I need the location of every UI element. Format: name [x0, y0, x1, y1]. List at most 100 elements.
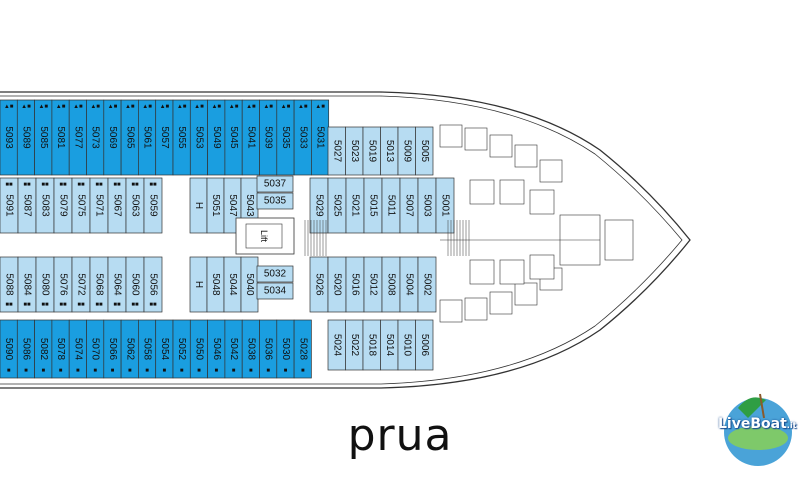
- cabin-inside[interactable]: 5079■■: [53, 177, 73, 234]
- cabin-inside[interactable]: 5075■■: [71, 177, 91, 234]
- cabin-balcony[interactable]: 5050■: [189, 319, 208, 379]
- cabin-balcony[interactable]: 5093▲■: [0, 99, 18, 176]
- cabin-inside[interactable]: 5026: [309, 256, 329, 313]
- cabin-balcony[interactable]: 5028■: [293, 319, 312, 379]
- cabin-balcony[interactable]: 5085▲■: [34, 99, 53, 176]
- cabin-symbol: ▲■: [246, 104, 256, 110]
- cabin-inside[interactable]: 5024: [327, 319, 346, 371]
- cabin-inside[interactable]: 5022: [345, 319, 364, 371]
- cabin-balcony[interactable]: 5049▲■: [207, 99, 226, 176]
- cabin-inside[interactable]: 5018: [362, 319, 381, 371]
- cabin-balcony[interactable]: 5066■: [103, 319, 122, 379]
- cabin-balcony[interactable]: 5031▲■: [311, 99, 330, 176]
- cabin-balcony[interactable]: 5035▲■: [276, 99, 295, 176]
- cabin-inside[interactable]: 5004: [399, 256, 419, 313]
- cabin-inside[interactable]: 5005: [415, 126, 434, 176]
- cabin-balcony[interactable]: 5090■: [0, 319, 18, 379]
- cabin-inside[interactable]: 5072■■: [71, 256, 91, 313]
- cabin-balcony[interactable]: 5033▲■: [293, 99, 312, 176]
- cabin-inside[interactable]: 5023: [345, 126, 364, 176]
- cabin-inside[interactable]: 5015: [363, 177, 383, 234]
- cabin-inside[interactable]: H: [189, 177, 208, 234]
- cabin-inside[interactable]: 5040: [240, 256, 259, 313]
- cabin-inside[interactable]: 5084■■: [17, 256, 37, 313]
- cabin-balcony[interactable]: 5055▲■: [172, 99, 191, 176]
- cabin-balcony[interactable]: 5074■: [68, 319, 87, 379]
- cabin-balcony[interactable]: 5081▲■: [51, 99, 70, 176]
- cabin-balcony[interactable]: 5082■: [34, 319, 53, 379]
- cabin-inside[interactable]: H: [189, 256, 208, 313]
- cabin-balcony[interactable]: 5036■: [259, 319, 278, 379]
- cabin-inside[interactable]: 5013: [380, 126, 399, 176]
- cabin-inside[interactable]: 5044: [223, 256, 242, 313]
- cabin-symbol: ▲■: [90, 104, 100, 110]
- cabin-symbol: ■■: [95, 302, 103, 308]
- cabin-inside[interactable]: 5087■■: [17, 177, 37, 234]
- cabin-inside[interactable]: 5019: [362, 126, 381, 176]
- cabin-balcony[interactable]: 5041▲■: [241, 99, 260, 176]
- cabin-inside[interactable]: 5034: [256, 282, 294, 300]
- cabin-inside[interactable]: 5068■■: [89, 256, 109, 313]
- cabin-inside[interactable]: 5064■■: [107, 256, 127, 313]
- cabin-inside[interactable]: 5021: [345, 177, 365, 234]
- cabin-number: 5050: [193, 338, 204, 361]
- cabin-inside[interactable]: 5051: [206, 177, 225, 234]
- cabin-balcony[interactable]: 5054■: [155, 319, 174, 379]
- cabin-symbol: ■■: [113, 302, 121, 308]
- cabin-number: 5016: [350, 273, 361, 296]
- cabin-inside[interactable]: 5025: [327, 177, 347, 234]
- cabin-balcony[interactable]: 5052■: [172, 319, 191, 379]
- cabin-balcony[interactable]: 5061▲■: [138, 99, 157, 176]
- cabin-inside[interactable]: 5048: [206, 256, 225, 313]
- cabin-inside[interactable]: 5076■■: [53, 256, 73, 313]
- liveboat-logo: LiveBoat.it: [718, 388, 796, 470]
- cabin-inside[interactable]: 5003: [417, 177, 437, 234]
- cabin-balcony[interactable]: 5030■: [276, 319, 295, 379]
- cabin-inside[interactable]: 5071■■: [89, 177, 109, 234]
- cabin-inside[interactable]: 5027: [327, 126, 346, 176]
- cabin-inside[interactable]: 5010: [397, 319, 416, 371]
- cabin-inside[interactable]: 5060■■: [125, 256, 145, 313]
- cabin-balcony[interactable]: 5046■: [207, 319, 226, 379]
- cabin-number: 5054: [159, 338, 170, 361]
- cabin-inside[interactable]: 5091■■: [0, 177, 19, 234]
- cabin-inside[interactable]: 5009: [397, 126, 416, 176]
- cabin-inside[interactable]: 5032: [256, 265, 294, 283]
- cabin-balcony[interactable]: 5039▲■: [259, 99, 278, 176]
- cabin-inside[interactable]: 5035: [256, 192, 294, 210]
- cabin-balcony[interactable]: 5077▲■: [68, 99, 87, 176]
- cabin-balcony[interactable]: 5058■: [138, 319, 157, 379]
- cabin-balcony[interactable]: 5069▲■: [103, 99, 122, 176]
- cabin-inside[interactable]: 5037: [256, 175, 294, 193]
- cabin-inside[interactable]: 5014: [380, 319, 399, 371]
- cabin-inside[interactable]: 5012: [363, 256, 383, 313]
- cabin-inside[interactable]: 5008: [381, 256, 401, 313]
- cabin-balcony[interactable]: 5038■: [241, 319, 260, 379]
- cabin-inside[interactable]: 5006: [415, 319, 434, 371]
- cabin-inside[interactable]: 5020: [327, 256, 347, 313]
- cabin-inside[interactable]: 5088■■: [0, 256, 19, 313]
- cabin-inside[interactable]: 5011: [381, 177, 401, 234]
- cabin-balcony[interactable]: 5053▲■: [189, 99, 208, 176]
- cabin-inside[interactable]: 5056■■: [143, 256, 163, 313]
- cabin-inside[interactable]: 5067■■: [107, 177, 127, 234]
- cabin-balcony[interactable]: 5065▲■: [120, 99, 139, 176]
- cabin-inside[interactable]: 5080■■: [35, 256, 55, 313]
- cabin-inside[interactable]: 5016: [345, 256, 365, 313]
- cabin-inside[interactable]: 5059■■: [143, 177, 163, 234]
- cabin-inside[interactable]: 5029: [309, 177, 329, 234]
- cabin-inside[interactable]: 5002: [417, 256, 437, 313]
- cabin-balcony[interactable]: 5086■: [16, 319, 35, 379]
- cabin-balcony[interactable]: 5042■: [224, 319, 243, 379]
- cabin-balcony[interactable]: 5045▲■: [224, 99, 243, 176]
- cabin-inside[interactable]: 5007: [399, 177, 419, 234]
- cabin-balcony[interactable]: 5078■: [51, 319, 70, 379]
- cabin-balcony[interactable]: 5070■: [86, 319, 105, 379]
- cabin-balcony[interactable]: 5062■: [120, 319, 139, 379]
- cabin-balcony[interactable]: 5073▲■: [86, 99, 105, 176]
- cabin-inside[interactable]: 5083■■: [35, 177, 55, 234]
- cabin-balcony[interactable]: 5089▲■: [16, 99, 35, 176]
- cabin-inside[interactable]: 5001: [435, 177, 455, 234]
- cabin-inside[interactable]: 5063■■: [125, 177, 145, 234]
- cabin-balcony[interactable]: 5057▲■: [155, 99, 174, 176]
